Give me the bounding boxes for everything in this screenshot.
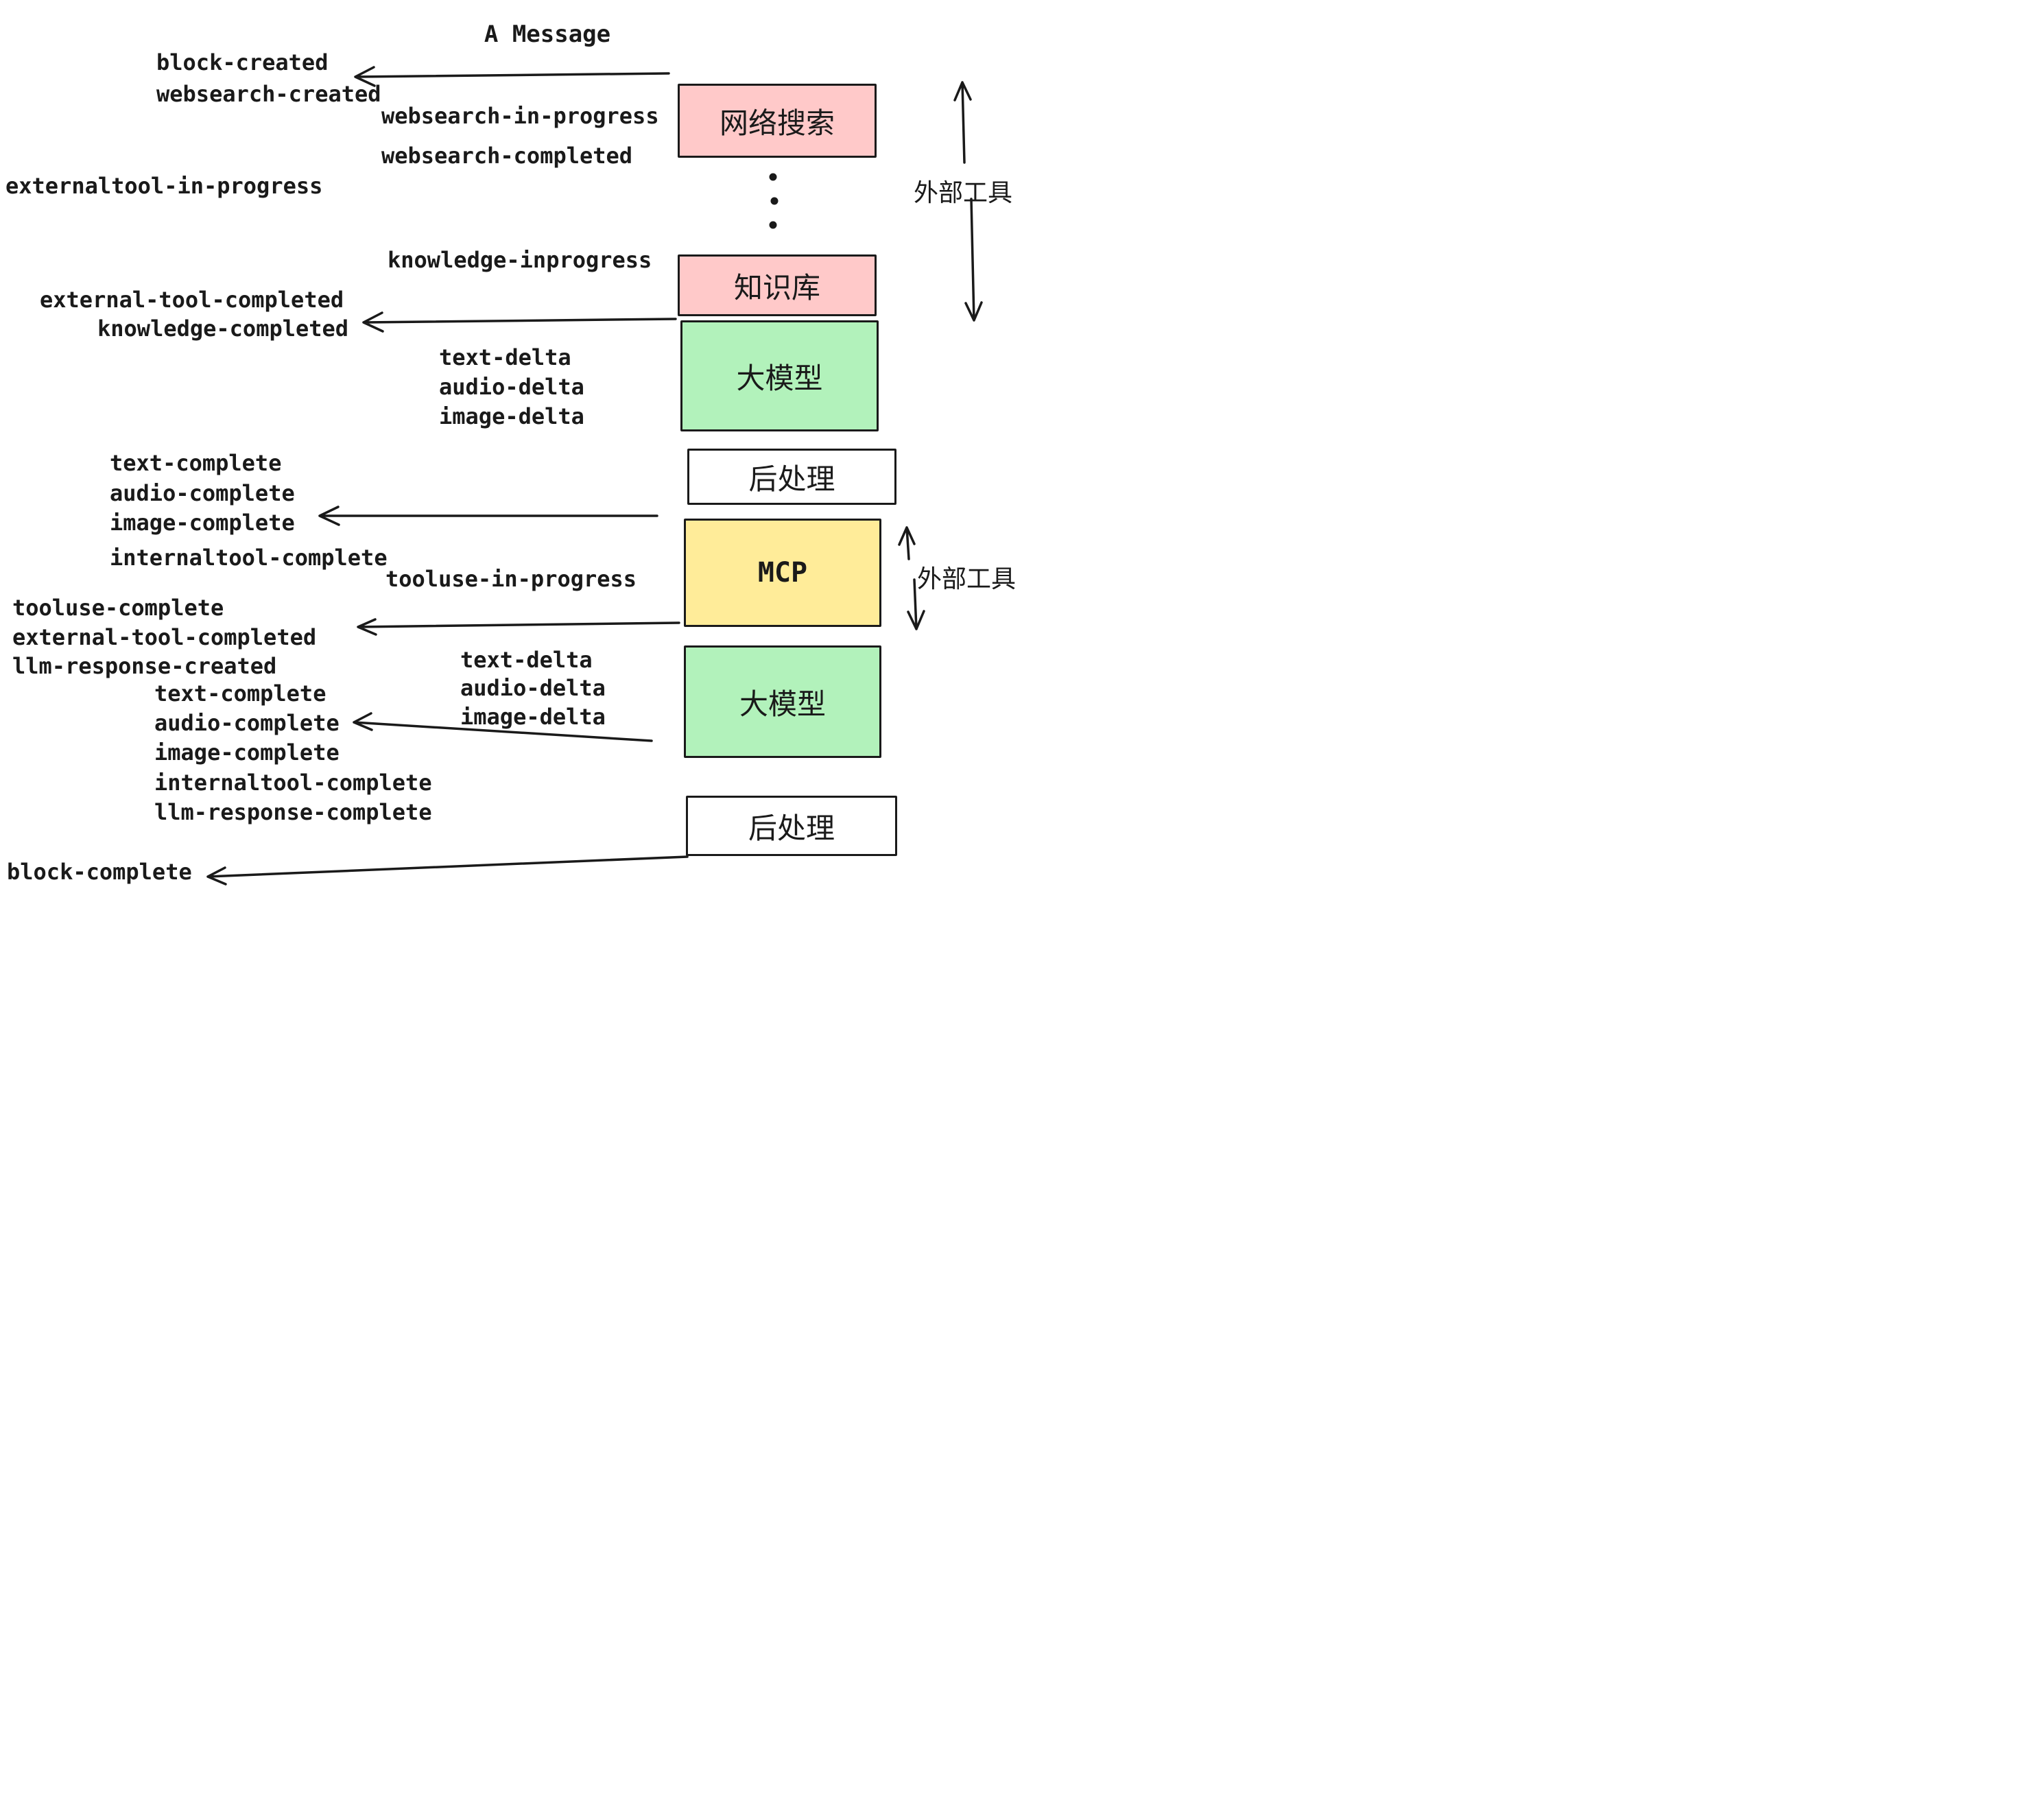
event-label-websearch-completed: websearch-completed [381,143,633,169]
node-post-process-1: 后处理 [687,449,896,505]
node-llm-2-label: 大模型 [739,687,826,720]
event-label-audio-delta-1: audio-delta [439,374,584,400]
event-label-internaltool-complete-2: internaltool-complete [154,770,432,796]
external-tools-1-up-arrow [953,81,972,164]
node-llm-2: 大模型 [684,645,881,758]
event-label-knowledge-completed: knowledge-completed [97,316,349,342]
event-label-tooluse-in-progress: tooluse-in-progress [385,566,637,592]
diagram-canvas: A Message block-created websearch-create… [0,0,1022,902]
event-label-image-complete-2: image-complete [154,739,340,765]
arrow-mcp-to-tooluse-complete [357,618,680,636]
event-label-text-delta-1: text-delta [439,344,571,370]
event-label-audio-delta-2: audio-delta [460,675,606,701]
event-label-external-tool-completed-2: external-tool-completed [12,624,317,650]
arrow-post2-to-block-complete [206,855,689,886]
side-label-external-tools-1: 外部工具 [914,178,1013,206]
node-mcp: MCP [684,519,881,627]
event-label-image-delta-2: image-delta [460,704,606,730]
event-label-websearch-created: websearch-created [156,81,381,107]
event-label-block-complete: block-complete [7,859,192,885]
node-mcp-label: MCP [757,557,808,589]
event-label-tooluse-complete: tooluse-complete [12,595,224,621]
arrow-post1-to-complete-events [318,506,658,526]
node-knowledge-base: 知识库 [678,254,877,316]
node-llm-1-label: 大模型 [736,361,823,394]
event-label-block-created: block-created [156,49,329,75]
event-label-websearch-in-progress: websearch-in-progress [381,103,659,129]
vertical-ellipsis-icon [769,173,779,229]
event-label-knowledge-inprogress: knowledge-inprogress [388,247,652,273]
node-websearch: 网络搜索 [678,84,877,158]
event-label-llm-response-complete: llm-response-complete [154,799,432,825]
diagram-title: A Message [484,21,611,48]
node-post-process-2: 后处理 [686,796,897,856]
arrow-websearch-to-created-events [354,66,670,87]
node-llm-1: 大模型 [680,320,879,431]
arrow-llm-to-knowledge-completed [362,311,677,333]
event-label-text-complete-1: text-complete [110,450,282,476]
event-label-externaltool-in-progress: externaltool-in-progress [5,173,323,199]
event-label-text-complete-2: text-complete [154,680,326,707]
event-label-external-tool-completed-1: external-tool-completed [40,287,344,313]
node-post-process-2-label: 后处理 [748,811,835,844]
node-post-process-1-label: 后处理 [748,462,835,495]
external-tools-2-up-arrow [898,526,916,560]
node-knowledge-base-label: 知识库 [733,271,820,304]
event-label-image-complete-1: image-complete [110,510,295,536]
event-label-image-delta-1: image-delta [439,403,584,429]
node-websearch-label: 网络搜索 [719,106,835,139]
event-label-text-delta-2: text-delta [460,647,593,673]
event-label-audio-complete-2: audio-complete [154,710,340,736]
side-label-external-tools-2: 外部工具 [917,565,1017,593]
event-label-audio-complete-1: audio-complete [110,480,295,506]
event-label-internaltool-complete-1: internaltool-complete [110,545,388,571]
event-label-llm-response-created: llm-response-created [12,653,277,679]
external-tools-1-down-arrow [964,198,983,322]
